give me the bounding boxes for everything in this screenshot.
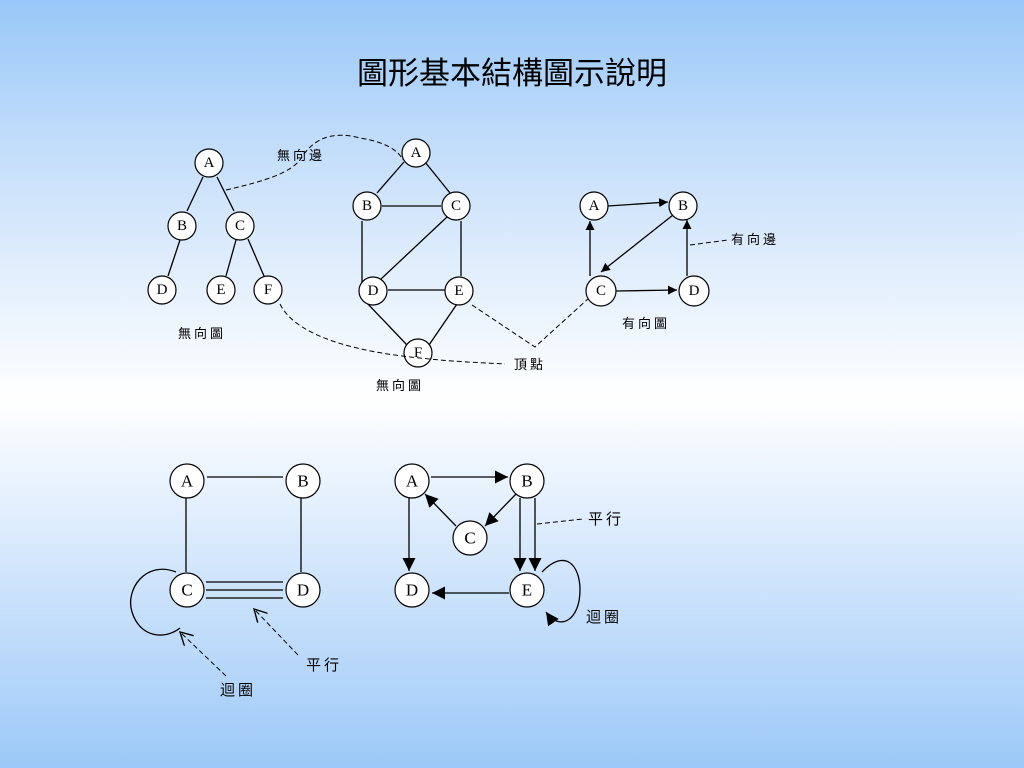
parallel-label-2: 平行 <box>588 510 624 528</box>
undirected-graph-diagram: A B C D E F 無向圖 <box>352 138 474 394</box>
svg-text:C: C <box>235 218 245 234</box>
undirected-edge-pointer <box>225 134 404 191</box>
vertex-label: 頂點 <box>514 358 546 373</box>
dgraph-node-d: D <box>678 275 710 307</box>
directed-graph-diagram: A B C D 有向邊 有向圖 <box>579 191 779 332</box>
ugraph-caption: 無向圖 <box>376 378 424 394</box>
ugraph-node-b: B <box>352 191 382 221</box>
directed-edge-pointer <box>689 239 729 246</box>
tree-node-e: E <box>206 275 236 305</box>
svg-text:A: A <box>204 155 215 171</box>
parallel-label-1: 平行 <box>306 656 342 674</box>
dmgraph-node-d: D <box>394 572 430 608</box>
parallel-pointer-1 <box>254 609 299 656</box>
undirected-multigraph-diagram: A B C D 平行 迴圈 <box>130 463 342 699</box>
svg-text:E: E <box>522 581 532 600</box>
svg-text:C: C <box>451 198 461 214</box>
mgraph-node-a: A <box>169 463 205 499</box>
mgraph-node-d: D <box>285 572 321 608</box>
svg-text:F: F <box>414 345 422 361</box>
dmgraph-node-a: A <box>394 463 430 499</box>
tree-node-a: A <box>194 148 224 178</box>
svg-text:F: F <box>264 282 272 298</box>
vertex-pointer-1 <box>279 303 506 365</box>
undirected-edge-label: 無向邊 <box>277 148 325 164</box>
svg-text:B: B <box>297 472 308 491</box>
svg-text:A: A <box>181 472 194 491</box>
directed-edge-label: 有向邊 <box>731 232 779 248</box>
loop-label-1: 迴圈 <box>220 681 256 699</box>
svg-text:C: C <box>464 529 475 548</box>
svg-text:D: D <box>297 581 309 600</box>
svg-text:D: D <box>406 581 418 600</box>
svg-text:A: A <box>406 472 419 491</box>
mgraph-node-b: B <box>285 463 321 499</box>
ugraph-node-e: E <box>444 276 474 306</box>
tree-node-c: C <box>225 211 255 241</box>
vertex-pointer-2 <box>471 296 591 348</box>
loop-edge-c <box>130 568 181 636</box>
tree-node-d: D <box>147 275 177 305</box>
svg-text:D: D <box>157 282 168 298</box>
ugraph-node-f: F <box>403 338 433 368</box>
slide-title: 圖形基本結構圖示說明 <box>357 56 667 92</box>
tree-diagram: A B C D E F 無向圖 <box>147 148 283 342</box>
svg-text:B: B <box>362 198 372 214</box>
tree-caption: 無向圖 <box>178 326 226 342</box>
svg-text:B: B <box>678 198 688 214</box>
svg-text:C: C <box>181 581 192 600</box>
mgraph-node-c: C <box>169 572 205 608</box>
svg-text:C: C <box>596 283 606 299</box>
tree-node-b: B <box>167 211 197 241</box>
svg-text:B: B <box>177 218 187 234</box>
svg-text:A: A <box>411 145 422 161</box>
svg-text:A: A <box>589 198 600 214</box>
ugraph-node-d: D <box>358 276 388 306</box>
loop-edge-e <box>541 559 581 627</box>
ugraph-node-c: C <box>441 191 471 221</box>
directed-multigraph-diagram: A B C D E 平行 迴圈 <box>394 463 624 627</box>
svg-text:D: D <box>689 283 700 299</box>
dmgraph-node-e: E <box>509 572 545 608</box>
tree-node-f: F <box>253 275 283 305</box>
ugraph-node-a: A <box>401 138 431 168</box>
svg-text:E: E <box>454 283 463 299</box>
svg-text:D: D <box>368 283 379 299</box>
dgraph-node-b: B <box>668 191 698 221</box>
dgraph-node-c: C <box>585 275 617 307</box>
svg-text:B: B <box>521 472 532 491</box>
parallel-pointer-2 <box>536 518 584 525</box>
loop-label-2: 迴圈 <box>586 608 622 626</box>
dgraph-node-a: A <box>579 191 609 221</box>
dmgraph-node-b: B <box>509 463 545 499</box>
loop-pointer-1 <box>180 632 227 677</box>
svg-text:E: E <box>216 282 225 298</box>
dmgraph-node-c: C <box>452 520 488 556</box>
dgraph-caption: 有向圖 <box>622 316 670 332</box>
